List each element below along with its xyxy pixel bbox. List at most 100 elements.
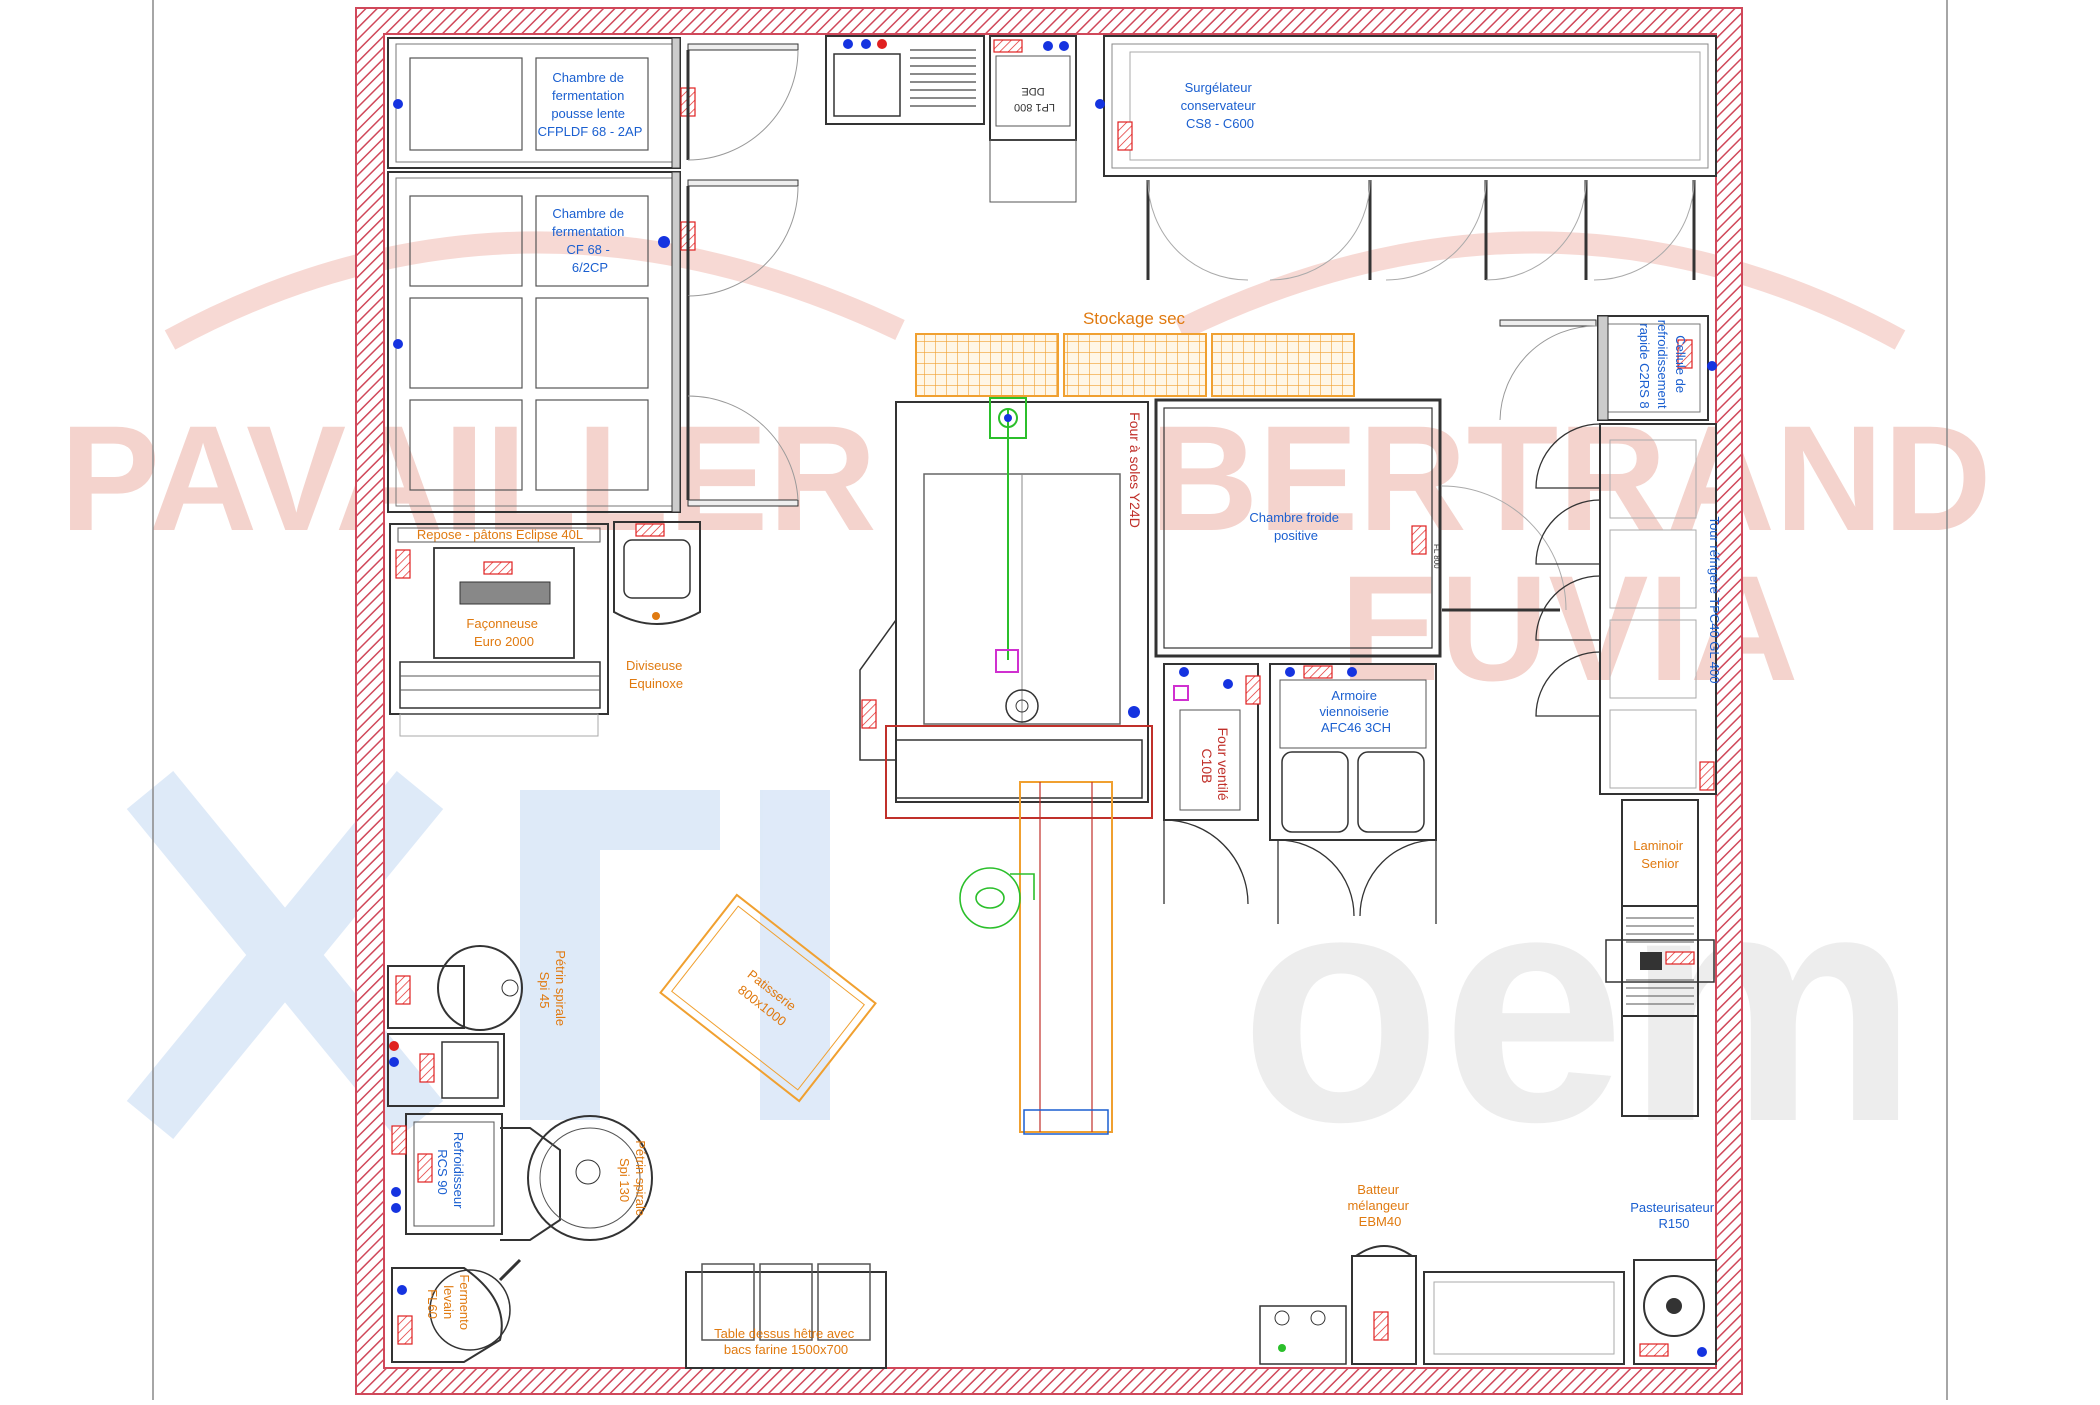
svg-text:Pasteurisateur R150: Pasteurisateur R150 xyxy=(1630,1200,1717,1231)
watermark-oem: oem xyxy=(1240,821,1919,1190)
svg-text:Façonneuse Euro 2000: Façonneuse Euro 2000 xyxy=(466,616,541,649)
dosing-unit xyxy=(387,1033,505,1107)
pasteurisateur-r150: Pasteurisateur R150 xyxy=(1630,1200,1717,1365)
svg-text:Chambre de fermentation: Chambre de fermentation pousse lente CFP… xyxy=(538,70,643,139)
label-four-soles: Four à soles Y24D xyxy=(1127,412,1143,528)
faconneuse-euro2000: Repose - pâtons Eclipse 40L Façonneuse E… xyxy=(389,523,609,737)
label-pasteurisateur-1: Pasteurisateur xyxy=(1630,1200,1714,1215)
watermark-pavailler: PAVAILLER xyxy=(60,394,877,562)
svg-text:Chambre froide positive: Chambre froide positive xyxy=(1249,510,1342,543)
armoire-viennoiserie: Armoire viennoiserie AFC46 3CH xyxy=(1269,663,1437,924)
petrin-spirale-spi130: Pétrin spirale Spi 130 xyxy=(500,1115,653,1241)
sink-unit xyxy=(825,35,985,125)
svg-text:Table dessus hêtre avec: Table dessus hêtre avec bacs farine 1500… xyxy=(714,1326,858,1357)
label-laminoir-2: Senior xyxy=(1641,856,1679,871)
svg-text:Chambre de fermentation: Chambre de fermentation CF 68 - 6/2CP xyxy=(552,206,628,275)
label-fl800: FL 800 xyxy=(1432,544,1441,569)
label-petrin45-2: Spi 45 xyxy=(537,972,552,1009)
label-surgelateur-3: CS8 - C600 xyxy=(1186,116,1254,131)
operator-figure xyxy=(959,867,1035,929)
surgelateur-cs8: Surgélateur conservateur CS8 - C600 xyxy=(1095,35,1717,281)
label-armoire-1: Armoire xyxy=(1331,688,1377,703)
petrin-spirale-spi45: Pétrin spirale Spi 45 xyxy=(387,945,568,1031)
batteur-melangeur: Batteur mélangeur EBM40 xyxy=(1259,1182,1417,1365)
svg-text:Batteur mélangeur: Batteur mélangeur EBM40 xyxy=(1347,1182,1412,1229)
label-repose-patons: Repose - pâtons Eclipse 40L xyxy=(417,527,583,542)
label-table-dessus-2: bacs farine 1500x700 xyxy=(724,1342,848,1357)
label-pasteurisateur-2: R150 xyxy=(1658,1216,1689,1231)
chambre-fermentation-cf68: Chambre de fermentation CF 68 - 6/2CP xyxy=(387,171,799,513)
label-faconneuse-1: Façonneuse xyxy=(466,616,538,631)
walls xyxy=(355,7,1743,1395)
label-chambre-pousse-2: fermentation xyxy=(552,88,624,103)
stockage-sec-racks: Stockage sec xyxy=(915,309,1355,397)
label-surgelateur-2: conservateur xyxy=(1181,98,1257,113)
table-dessus-hetre: Table dessus hêtre avec bacs farine 1500… xyxy=(685,1263,887,1369)
label-batteur-3: EBM40 xyxy=(1359,1214,1402,1229)
svg-text:Pétrin spirale Spi 45: Pétrin spirale Spi 45 xyxy=(537,950,568,1030)
svg-text:Refroidisseur RCS 90: Refroidisseur RCS 90 xyxy=(435,1132,466,1212)
diviseuse-equinoxe: Diviseuse Equinoxe xyxy=(613,521,701,691)
label-fermento-3: FL60 xyxy=(425,1289,440,1319)
label-cellule-1: Cellule de xyxy=(1673,335,1688,393)
label-chambre-cf-3: CF 68 - xyxy=(567,242,610,257)
label-stockage-sec: Stockage sec xyxy=(1083,309,1186,328)
label-lp1: LP1 800 xyxy=(1014,101,1055,113)
label-armoire-3: AFC46 3CH xyxy=(1321,720,1391,735)
label-fermento-1: Fermento xyxy=(457,1274,472,1330)
label-armoire-2: viennoiserie xyxy=(1320,704,1389,719)
label-fermento-2: levain xyxy=(441,1285,456,1319)
label-batteur-2: mélangeur xyxy=(1347,1198,1409,1213)
loader-rail xyxy=(1019,781,1113,1135)
label-table-dessus-1: Table dessus hêtre avec xyxy=(714,1326,855,1341)
label-chambre-froide-2: positive xyxy=(1274,528,1318,543)
label-dde: DDE xyxy=(1021,85,1044,97)
work-table xyxy=(1423,1271,1625,1365)
svg-text:Four ventilé C10B: Four ventilé C10B xyxy=(1199,727,1231,804)
fermento-levain-fl60: Fermento levain FL60 xyxy=(391,1258,522,1363)
label-refroidisseur-1: Refroidisseur xyxy=(451,1132,466,1209)
label-chambre-pousse-4: CFPLDF 68 - 2AP xyxy=(538,124,643,139)
label-diviseuse-1: Diviseuse xyxy=(626,658,682,673)
label-cellule-2: refroidissement xyxy=(1655,320,1670,409)
svg-text:Diviseuse Equinoxe: Diviseuse Equinoxe xyxy=(626,658,686,691)
svg-text:Cellule de refroidisseme: Cellule de refroidissement rapide C2RS 8 xyxy=(1637,320,1688,413)
lp1-800-unit: LP1 800 DDE xyxy=(989,35,1077,203)
label-laminoir-1: Laminoir xyxy=(1633,838,1684,853)
label-refroidisseur-2: RCS 90 xyxy=(435,1149,450,1195)
laminoir-senior: Laminoir Senior xyxy=(1605,799,1715,1117)
svg-text:Laminoir Senior: Laminoir Senior xyxy=(1633,838,1686,871)
label-four-ventile-1: Four ventilé xyxy=(1215,727,1231,800)
svg-text:Surgélateur conservateur: Surgélateur conservateur CS8 - C600 xyxy=(1181,80,1260,131)
refroidisseur-rcs90: Refroidisseur RCS 90 xyxy=(391,1113,503,1235)
label-chambre-pousse-1: Chambre de xyxy=(552,70,624,85)
label-surgelateur-1: Surgélateur xyxy=(1185,80,1253,95)
label-faconneuse-2: Euro 2000 xyxy=(474,634,534,649)
label-cellule-3: rapide C2RS 8 xyxy=(1637,323,1652,408)
watermark-bertrand: BERTRAND xyxy=(1150,394,1992,562)
cellule-refroidissement: Cellule de refroidissement rapide C2RS 8 xyxy=(1499,315,1717,421)
chambre-pousse-lente: Chambre de fermentation pousse lente CFP… xyxy=(387,37,799,169)
label-diviseuse-2: Equinoxe xyxy=(629,676,683,691)
tour-refrigere: Tour réfrigéré TPC40 GL 400 xyxy=(1535,423,1722,795)
label-batteur-1: Batteur xyxy=(1357,1182,1400,1197)
label-chambre-cf-4: 6/2CP xyxy=(572,260,608,275)
four-a-soles: Four à soles Y24D xyxy=(859,397,1153,819)
four-ventile-c10b: Four ventilé C10B xyxy=(1163,663,1261,905)
label-four-ventile-2: C10B xyxy=(1199,748,1215,783)
svg-text:Armoire viennoiserie: Armoire viennoiserie AFC46 3CH xyxy=(1320,688,1393,735)
label-chambre-froide-1: Chambre froide xyxy=(1249,510,1339,525)
label-chambre-cf-1: Chambre de xyxy=(552,206,624,221)
svg-text:Pétrin spirale Spi 130: Pétrin spirale Spi 130 xyxy=(617,1140,648,1220)
chambre-froide-positive: FL 800 Chambre froide positive xyxy=(1154,398,1567,658)
label-petrin130-2: Spi 130 xyxy=(617,1158,632,1202)
label-chambre-pousse-3: pousse lente xyxy=(551,106,625,121)
svg-text:LP1 800 DDE: LP1 800 DDE xyxy=(1011,85,1055,113)
label-petrin130-1: Pétrin spirale xyxy=(633,1140,648,1216)
label-chambre-cf-2: fermentation xyxy=(552,224,624,239)
label-tour-refrigere: Tour réfrigéré TPC40 GL 400 xyxy=(1707,517,1722,684)
svg-text:Fermento levain FL: Fermento levain FL60 xyxy=(425,1274,472,1333)
label-petrin45-1: Pétrin spirale xyxy=(553,950,568,1026)
